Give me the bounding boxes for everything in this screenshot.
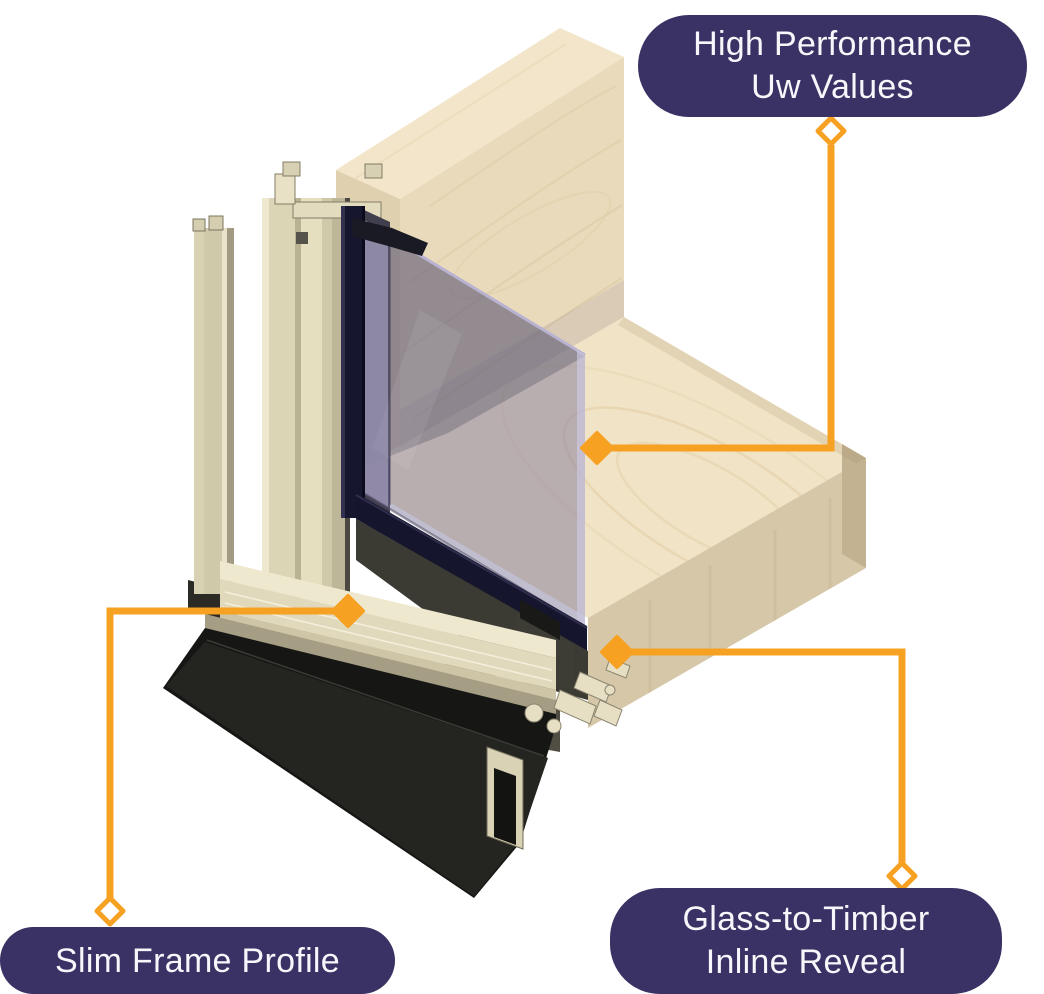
- leader-line-inline-reveal: [620, 648, 906, 863]
- leader-line-slim-frame: [106, 607, 342, 899]
- anchor-diamond-inline-reveal: [600, 635, 634, 669]
- pill-diamond-uw-values: [815, 115, 847, 147]
- leader-line-uw-values: [608, 145, 835, 452]
- anchor-diamond-slim-frame: [331, 594, 365, 628]
- wood-grain-wall: [400, 85, 624, 446]
- leader-lines: [106, 145, 906, 899]
- timber-cill-board: [346, 317, 866, 728]
- callout-text-line2: Uw Values: [751, 68, 914, 106]
- pill-diamond-slim-frame: [94, 895, 126, 927]
- anchor-diamond-uw-values: [580, 431, 614, 465]
- thermal-sill: [205, 561, 556, 716]
- callout-pill-slim-frame: Slim Frame Profile: [0, 927, 395, 994]
- callout-text-line1: High Performance: [693, 25, 972, 63]
- callout-pill-uw-values: High Performance Uw Values: [638, 15, 1027, 117]
- callout-text-line1: Slim Frame Profile: [54, 941, 340, 980]
- aluminium-outer-frame: [188, 215, 236, 622]
- callout-text-line1: Glass-to-Timber: [682, 900, 930, 938]
- drainage-clips: [486, 657, 631, 850]
- markers: [94, 115, 918, 927]
- pill-diamond-inline-reveal: [886, 860, 918, 892]
- glass-unit: [364, 210, 586, 629]
- callout-text-line2: Inline Reveal: [705, 943, 907, 981]
- weather-seal-skirt: [163, 628, 556, 898]
- callout-pill-inline-reveal: Glass-to-Timber Inline Reveal: [610, 888, 1002, 994]
